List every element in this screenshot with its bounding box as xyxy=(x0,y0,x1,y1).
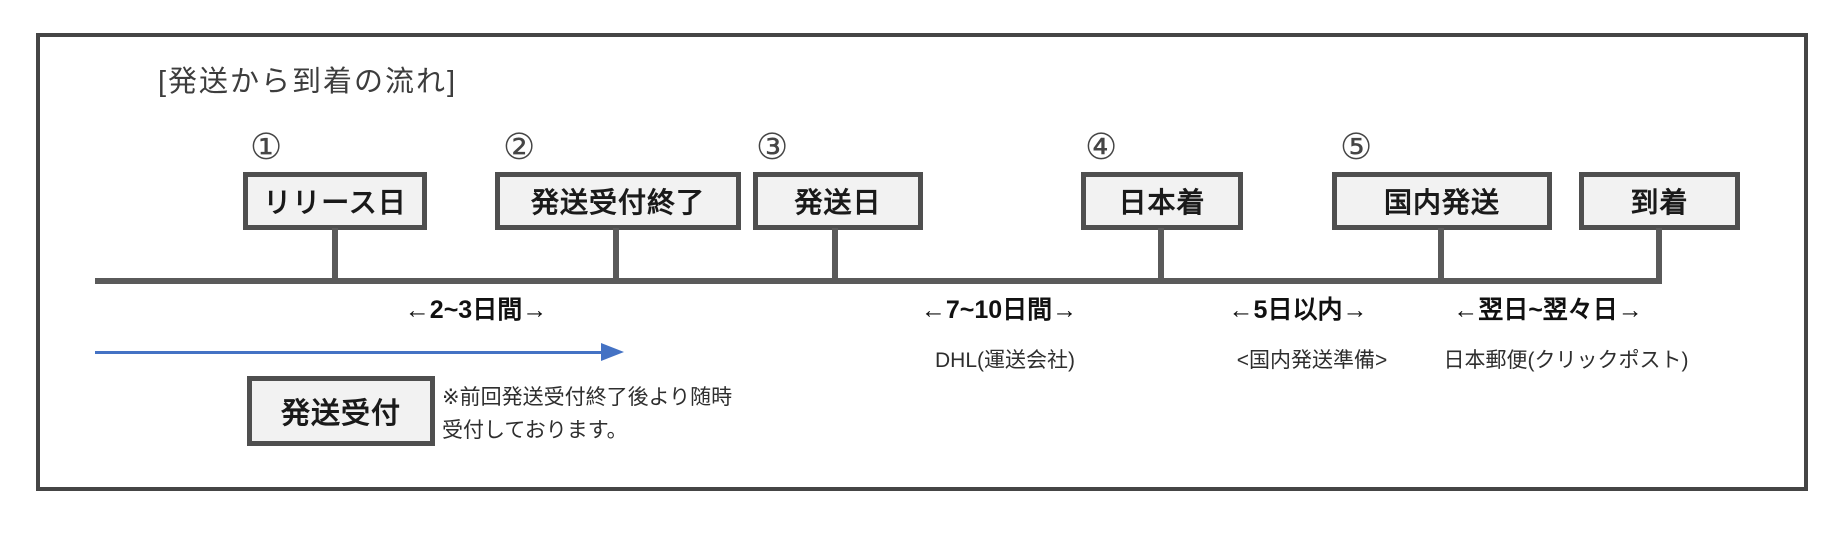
connector-line xyxy=(832,228,838,284)
milestone-box-order-close: 発送受付終了 xyxy=(495,172,741,230)
acceptance-period-arrow-line xyxy=(95,351,603,354)
step-number-4: ④ xyxy=(1085,126,1118,167)
connector-line xyxy=(613,228,619,284)
milestone-box-release-date: リリース日 xyxy=(243,172,427,230)
milestone-label: 発送受付終了 xyxy=(530,187,705,218)
duration-label-7-10-days: ←7~10日間→ xyxy=(920,296,1078,324)
annotation-japan-post: 日本郵便(クリックポスト) xyxy=(1443,349,1689,372)
step-number-1: ① xyxy=(250,126,283,167)
acceptance-box: 発送受付 xyxy=(247,376,435,446)
step-number-5: ⑤ xyxy=(1340,126,1373,167)
timeline-line xyxy=(95,278,1662,284)
connector-line xyxy=(1656,228,1662,284)
milestone-box-ship-date: 発送日 xyxy=(753,172,923,230)
milestone-label: リリース日 xyxy=(263,187,407,218)
milestone-box-arrival: 到着 xyxy=(1579,172,1740,230)
acceptance-label: 発送受付 xyxy=(280,398,401,430)
duration-label-2-3-days: ←2~3日間→ xyxy=(404,296,548,324)
annotation-dhl: DHL(運送会社) xyxy=(935,349,1075,372)
milestone-box-japan-arrival: 日本着 xyxy=(1081,172,1243,230)
acceptance-note: ※前回発送受付終了後より随時 受付しております。 xyxy=(442,381,732,447)
note-line-1: ※前回発送受付終了後より随時 xyxy=(442,386,733,409)
milestone-label: 到着 xyxy=(1630,187,1689,218)
arrow-right-icon xyxy=(601,343,624,361)
connector-line xyxy=(1438,228,1444,284)
connector-line xyxy=(332,228,338,284)
milestone-box-domestic-ship: 国内発送 xyxy=(1332,172,1552,230)
duration-label-within-5: ←5日以内→ xyxy=(1228,296,1368,324)
annotation-domestic-prep: <国内発送準備> xyxy=(1236,349,1388,372)
duration-label-next-days: ←翌日~翌々日→ xyxy=(1453,296,1643,324)
milestone-label: 国内発送 xyxy=(1383,187,1500,218)
milestone-label: 発送日 xyxy=(794,187,882,218)
milestone-label: 日本着 xyxy=(1118,187,1206,218)
step-number-3: ③ xyxy=(756,126,789,167)
step-number-2: ② xyxy=(503,126,536,167)
connector-line xyxy=(1158,228,1164,284)
page-title: [発送から到着の流れ] xyxy=(158,66,458,98)
note-line-2: 受付しております。 xyxy=(442,419,628,442)
